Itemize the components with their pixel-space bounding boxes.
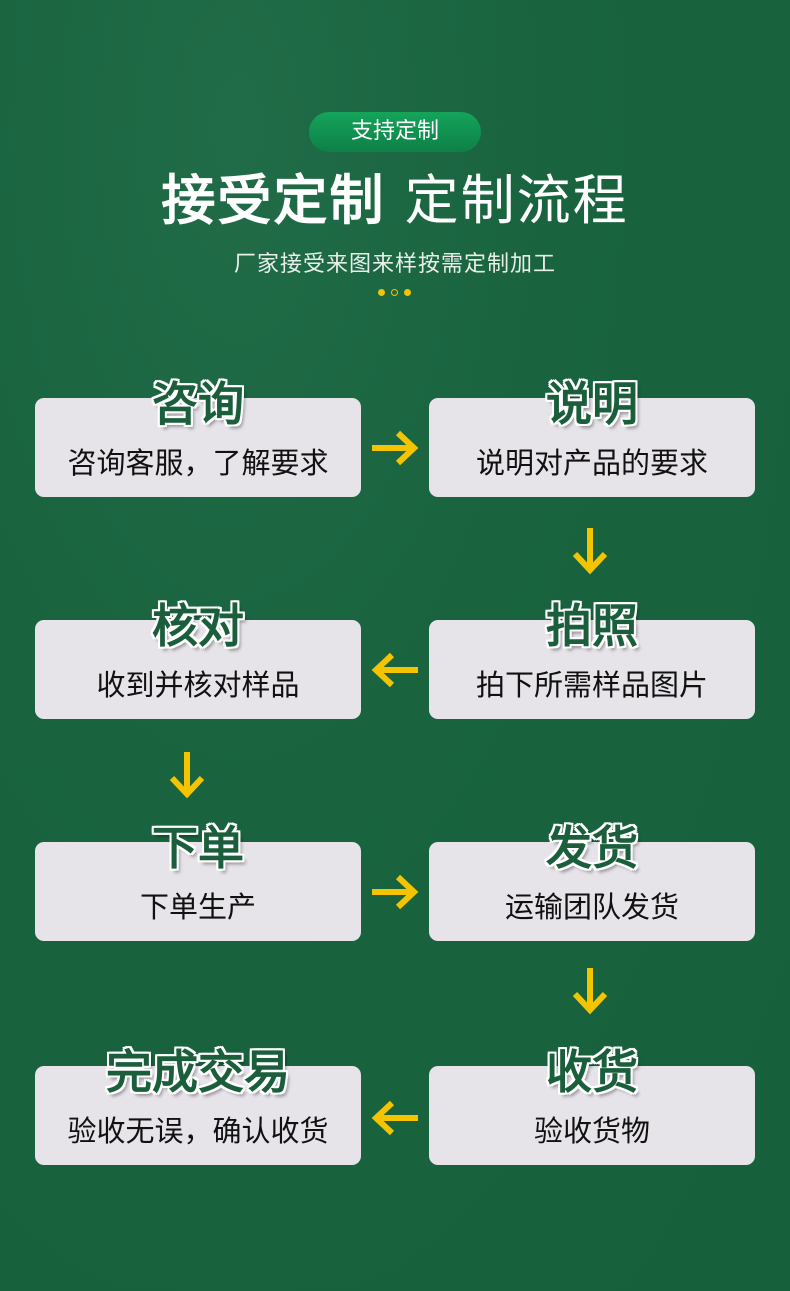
title-light: 定制流程: [404, 169, 629, 232]
step-desc: 下单生产: [139, 890, 256, 924]
step-desc: 验收无误，确认收货: [67, 1114, 329, 1148]
arrow-right-icon: [372, 874, 419, 910]
arrow-left-icon: [371, 652, 418, 688]
step-desc: 说明对产品的要求: [475, 446, 708, 480]
arrow-left-icon: [371, 1100, 418, 1136]
step-title: 完成交易: [106, 1045, 290, 1099]
arrow-down-icon: [572, 528, 608, 575]
arrow-down-icon: [572, 968, 608, 1015]
step-verify: 核对收到并核对样品: [35, 599, 361, 719]
step-explain: 说明说明对产品的要求: [429, 377, 755, 497]
step-title: 下单: [152, 821, 244, 875]
step-title: 核对: [152, 599, 244, 653]
step-ship: 发货运输团队发货: [429, 821, 755, 941]
step-title: 拍照: [546, 599, 638, 653]
arrow-right-icon: [372, 430, 419, 466]
support-custom-badge: 支持定制: [309, 112, 481, 152]
step-receive: 收货验收货物: [429, 1045, 755, 1165]
title-bold: 接受定制: [161, 169, 386, 232]
step-consult: 咨询咨询客服，了解要求: [35, 377, 361, 497]
step-title: 说明: [546, 377, 638, 431]
step-complete: 完成交易验收无误，确认收货: [35, 1045, 361, 1165]
step-title: 发货: [546, 821, 638, 875]
arrow-down-icon: [169, 752, 205, 799]
step-photo: 拍照拍下所需样品图片: [429, 599, 755, 719]
page-title: 接受定制 定制流程: [0, 168, 790, 234]
step-desc: 运输团队发货: [504, 890, 679, 924]
step-order: 下单下单生产: [35, 821, 361, 941]
dot: [404, 289, 411, 296]
step-title: 收货: [546, 1045, 638, 1099]
subtitle: 厂家接受来图来样按需定制加工: [233, 252, 556, 277]
step-desc: 收到并核对样品: [96, 668, 300, 702]
step-desc: 验收货物: [533, 1114, 650, 1148]
pagination-dots: [378, 289, 411, 296]
step-desc: 拍下所需样品图片: [475, 668, 708, 702]
dot: [378, 289, 385, 296]
step-title: 咨询: [152, 377, 244, 431]
dot: [391, 289, 398, 296]
step-desc: 咨询客服，了解要求: [67, 446, 329, 480]
